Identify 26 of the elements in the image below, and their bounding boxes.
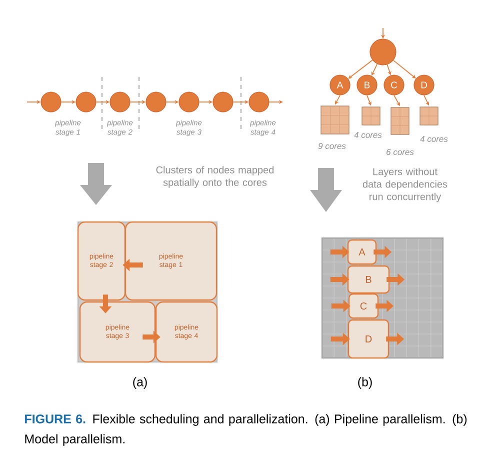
cluster-box: C (348, 293, 379, 319)
core-count: 9 cores (318, 143, 346, 149)
core-block (362, 106, 380, 126)
node-circle (212, 92, 234, 112)
annotation-text: Clusters of nodes mapped spatially onto the cores (156, 166, 274, 188)
core-count: 4 cores (420, 136, 448, 142)
node-circle (178, 92, 200, 112)
core-block (320, 106, 350, 134)
panel-label: (b) (358, 377, 372, 389)
node-circle (110, 92, 130, 112)
node-circle (146, 92, 166, 112)
core-count: 6 cores (386, 149, 414, 155)
node-circle (370, 38, 396, 66)
cluster-box: A (347, 239, 377, 265)
core-count: 4 cores (354, 132, 382, 138)
node-circle (76, 92, 96, 112)
panel-label: (a) (133, 377, 147, 389)
node-circle (40, 92, 62, 112)
annotation-text: Layers without data dependencies run concurrently (362, 168, 448, 202)
cluster-box: D (348, 319, 390, 359)
cluster-box: B (347, 265, 390, 294)
core-block (420, 106, 438, 126)
core-block (390, 107, 410, 135)
figure-caption: FIGURE 6. Flexible scheduling and parallelization. (a) Pipeline parallelism. (b) Model parallelism. (25, 414, 467, 446)
node-circle (248, 92, 270, 112)
arrow (348, 60, 373, 79)
